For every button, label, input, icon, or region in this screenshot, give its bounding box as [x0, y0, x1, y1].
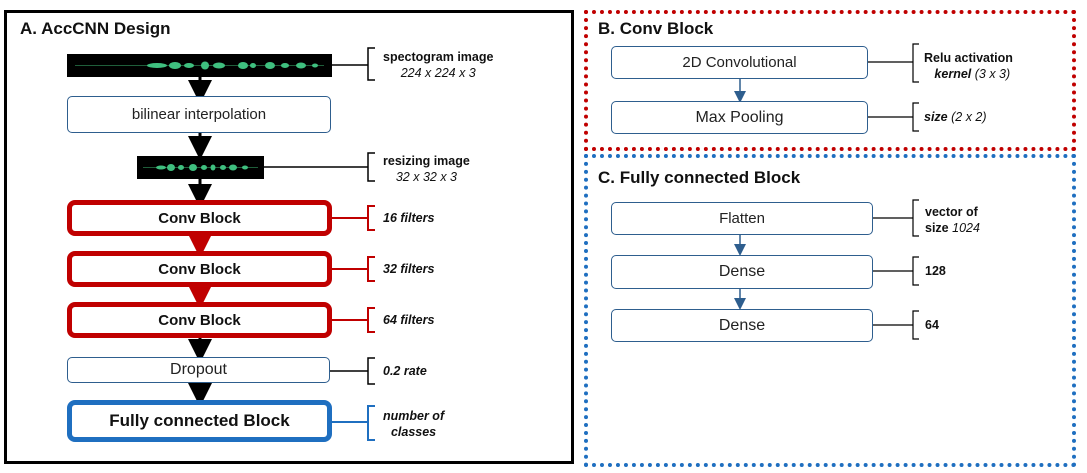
filters-64-label: 64 filters [383, 313, 435, 327]
fc-note-line2: classes [390, 425, 437, 439]
relu-activation-label: Relu activation [924, 51, 1013, 65]
dense-box-2: Dense [611, 309, 873, 342]
dense-2-units: 64 [925, 318, 939, 332]
vector-of-label: vector of [925, 205, 978, 219]
conv2d-box: 2D Convolutional [611, 46, 868, 79]
conv-block-3-note: 64 filters [383, 312, 434, 328]
dropout-note: 0.2 rate [383, 363, 427, 379]
fully-connected-block-box: Fully connected Block [67, 400, 332, 442]
fc-note: number of classes [383, 408, 444, 440]
max-pooling-box: Max Pooling [611, 101, 868, 134]
dense-box-1: Dense [611, 255, 873, 289]
dropout-box: Dropout [67, 357, 330, 383]
pool-size-value: (2 x 2) [951, 110, 987, 124]
dense-1-note: 128 [925, 263, 946, 279]
filters-32-label: 32 filters [383, 262, 435, 276]
dropout-rate-label: 0.2 rate [383, 364, 427, 378]
conv-block-2-note: 32 filters [383, 261, 434, 277]
conv-block-1-note: 16 filters [383, 210, 434, 226]
panel-c-title: C. Fully connected Block [598, 168, 801, 187]
flatten-box: Flatten [611, 202, 873, 235]
resize-note-label: resizing image [383, 154, 470, 168]
spectrogram-note-size: 224 x 224 x 3 [400, 66, 476, 80]
spectrogram-note: spectogram image 224 x 224 x 3 [383, 49, 493, 81]
resized-spectrogram-image [137, 156, 264, 179]
pool-size-label: size [924, 110, 948, 124]
panel-fully-connected-block [584, 154, 1076, 467]
flatten-note: vector of size 1024 [925, 204, 980, 236]
kernel-label: kernel [934, 67, 972, 81]
panel-acccnn-design [4, 10, 574, 464]
conv-block-3: Conv Block [67, 302, 332, 338]
vector-size-value: 1024 [952, 221, 980, 235]
panel-conv-block [584, 10, 1076, 151]
pool-note: size (2 x 2) [924, 109, 987, 125]
conv2d-note: Relu activation kernel (3 x 3) [924, 50, 1013, 82]
resize-note-size: 32 x 32 x 3 [395, 170, 457, 184]
dense-1-units: 128 [925, 264, 946, 278]
spectrogram-note-label: spectogram image [383, 50, 494, 64]
resize-note: resizing image 32 x 32 x 3 [383, 153, 470, 185]
bilinear-interpolation-box: bilinear interpolation [67, 96, 331, 133]
kernel-size: (3 x 3) [974, 67, 1011, 81]
filters-16-label: 16 filters [383, 211, 435, 225]
fc-note-line1: number of [383, 409, 445, 423]
dense-2-note: 64 [925, 317, 939, 333]
conv-block-1: Conv Block [67, 200, 332, 236]
vector-size-label: size [925, 221, 949, 235]
panel-a-title: A. AccCNN Design [20, 19, 171, 38]
panel-b-title: B. Conv Block [598, 19, 714, 38]
spectrogram-image [67, 54, 332, 77]
conv-block-2: Conv Block [67, 251, 332, 287]
